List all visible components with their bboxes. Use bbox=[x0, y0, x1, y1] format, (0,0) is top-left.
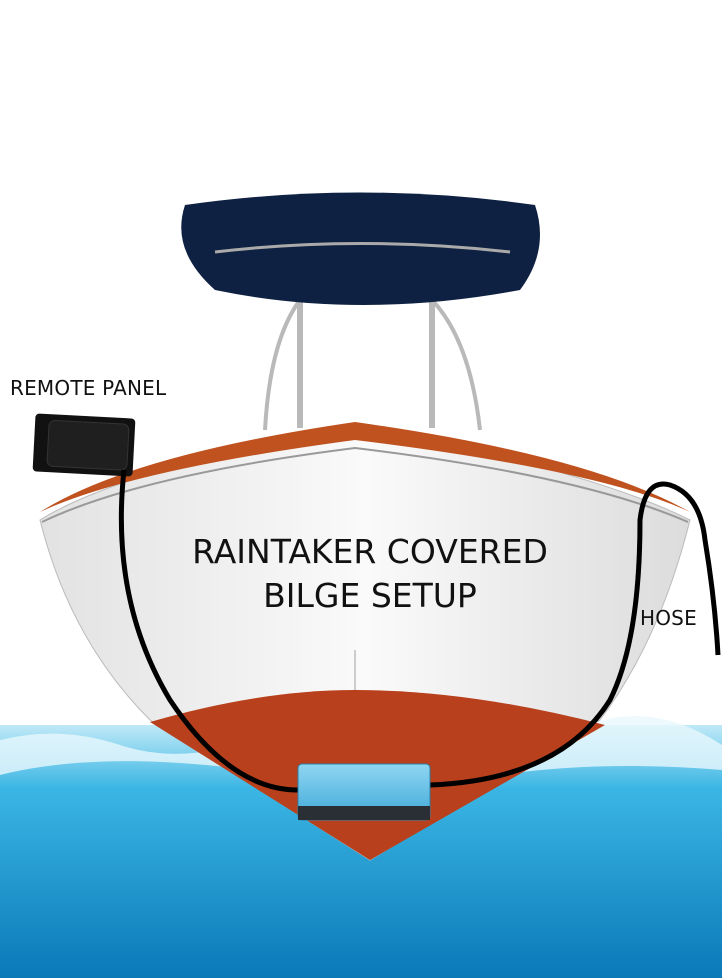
title-line-2: BILGE SETUP bbox=[263, 576, 477, 615]
remote-panel-label: REMOTE PANEL bbox=[10, 376, 167, 400]
diagram-title: RAINTAKER COVERED BILGE SETUP bbox=[150, 530, 590, 618]
deck-rail bbox=[40, 422, 690, 512]
discharge-hose bbox=[429, 481, 721, 788]
hose-label: HOSE bbox=[640, 606, 697, 630]
title-line-1: RAINTAKER COVERED bbox=[192, 532, 548, 571]
control-cable bbox=[118, 469, 299, 793]
bilge-pump bbox=[297, 763, 431, 821]
remote-panel bbox=[32, 413, 136, 477]
bimini-top bbox=[181, 192, 540, 305]
